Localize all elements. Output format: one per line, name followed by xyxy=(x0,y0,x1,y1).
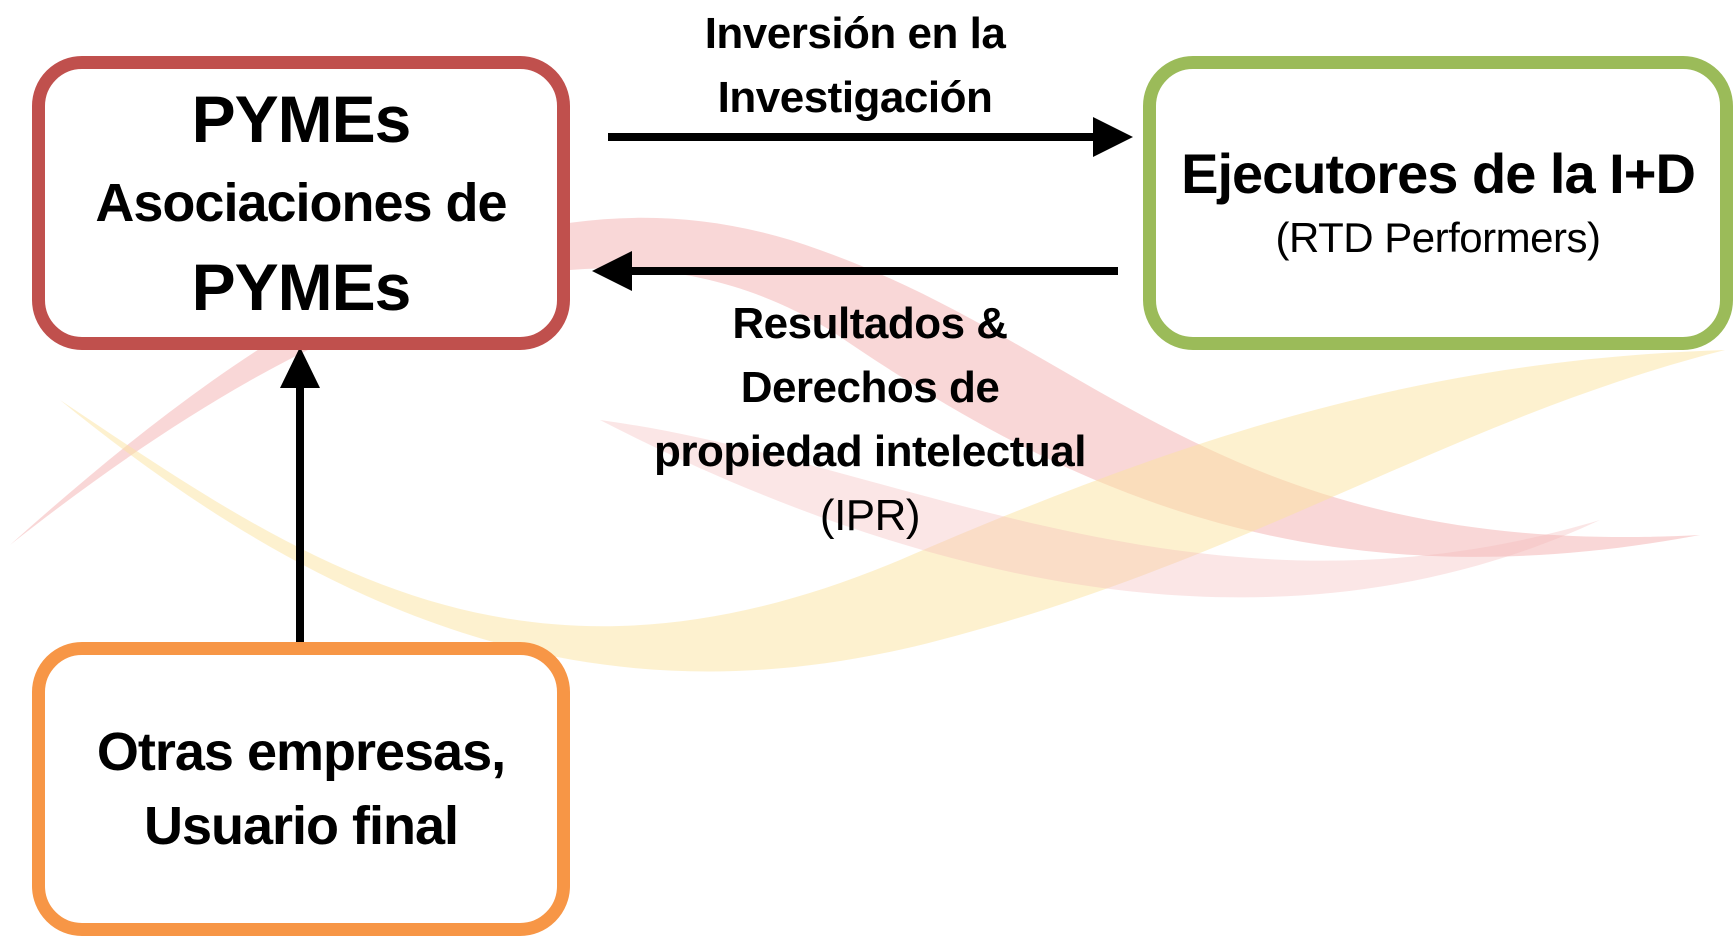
edge-label-results-line1: Resultados & xyxy=(732,299,1008,348)
arrow-otras-to-pymes xyxy=(280,347,320,645)
node-otras-empresas: Otras empresas, Usuario final xyxy=(32,642,570,936)
node-rtd-subtitle: (RTD Performers) xyxy=(1275,214,1601,261)
node-pymes-line1: PYMEs xyxy=(191,82,412,156)
node-otras-line2: Usuario final xyxy=(143,796,459,856)
node-rtd-performers: Ejecutores de la I+D (RTD Performers) xyxy=(1143,56,1733,350)
node-pymes: PYMEs Asociaciones de PYMEs xyxy=(32,56,570,350)
edge-label-results-line4: (IPR) xyxy=(819,491,921,540)
node-otras-line1: Otras empresas, xyxy=(96,722,506,782)
node-rtd-title: Ejecutores de la I+D xyxy=(1181,142,1696,205)
edge-label-investment: Inversión en la Investigación xyxy=(640,2,1070,130)
edge-label-results-line3: propiedad intelectual xyxy=(653,427,1087,476)
edge-label-results: Resultados & Derechos de propiedad intel… xyxy=(600,292,1140,548)
swoosh-pink-tail xyxy=(600,420,1600,598)
edge-label-results-line2: Derechos de xyxy=(740,363,1000,412)
swoosh-pink xyxy=(10,217,1700,557)
arrow-results xyxy=(592,251,1118,291)
node-pymes-line2: Asociaciones de xyxy=(95,173,507,233)
edge-label-investment-line1: Inversión en la xyxy=(704,9,1006,58)
edge-label-investment-line2: Investigación xyxy=(717,73,993,122)
swoosh-yellow xyxy=(60,350,1725,672)
node-pymes-line3: PYMEs xyxy=(191,250,412,324)
arrow-investment xyxy=(608,117,1133,157)
